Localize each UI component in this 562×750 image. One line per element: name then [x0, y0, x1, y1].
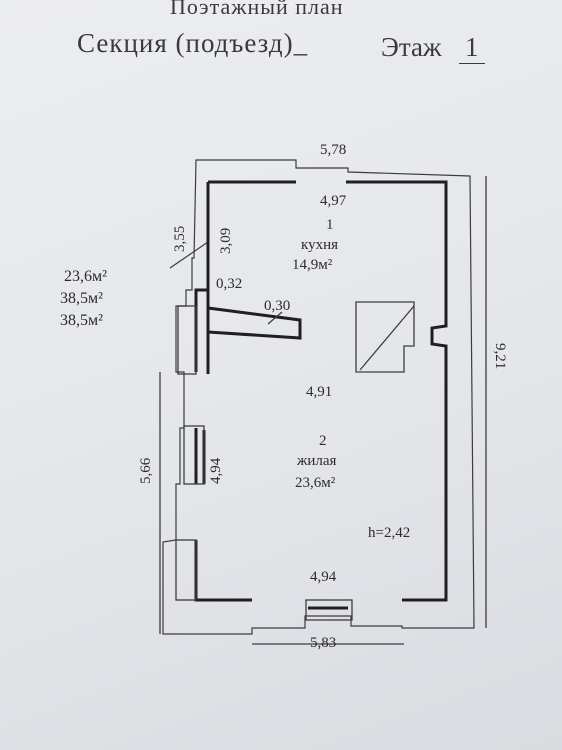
entrance-line — [169, 241, 209, 269]
duct-symbol — [355, 301, 415, 373]
room-1-area: 14,9м² — [292, 257, 333, 273]
room-2-name: жилая — [297, 453, 337, 469]
floor-label: Этаж — [381, 32, 442, 62]
area-summary-3: 38,5м² — [60, 312, 103, 329]
room-1-name: кухня — [301, 237, 339, 253]
dim-top-outer: 5,78 — [320, 142, 347, 158]
dim-bottom-outer-label: 5,83 — [310, 635, 337, 651]
room-2-area: 23,6м² — [295, 475, 336, 491]
duct-diagonal — [359, 305, 415, 371]
dim-top-inner: 4,97 — [320, 193, 347, 209]
dim-room-width-mid: 4,91 — [306, 384, 333, 400]
dim-left-outer-label: 5,66 — [138, 457, 154, 484]
dim-diag-left: 3,55 — [172, 225, 188, 252]
dim-left-inner-label: 4,94 — [208, 457, 224, 484]
dim-partition-thickness: 0,32 — [216, 276, 243, 292]
room-1-number: 1 — [326, 217, 334, 233]
window-left-lower — [175, 539, 197, 601]
window-left-upper — [177, 305, 197, 375]
dim-partition-small: 0,30 — [264, 298, 291, 314]
section-label: Секция (подъезд)_ — [77, 28, 309, 58]
window-bottom — [305, 599, 353, 621]
floor-number: 1 — [459, 32, 485, 64]
dim-small-tick — [267, 311, 283, 325]
plan-title: Поэтажный план — [170, 0, 344, 19]
dim-bottom-inner-label: 4,94 — [310, 569, 337, 585]
partition-wall — [206, 290, 302, 374]
dim-left-upper: 3,09 — [218, 227, 234, 254]
dim-right-outer-label: 9,21 — [492, 343, 508, 370]
room-2-number: 2 — [319, 433, 327, 449]
ceiling-height: h=2,42 — [368, 525, 411, 541]
area-summary-1: 23,6м² — [64, 268, 107, 285]
area-summary-2: 38,5м² — [60, 290, 103, 307]
window-left — [183, 425, 205, 485]
